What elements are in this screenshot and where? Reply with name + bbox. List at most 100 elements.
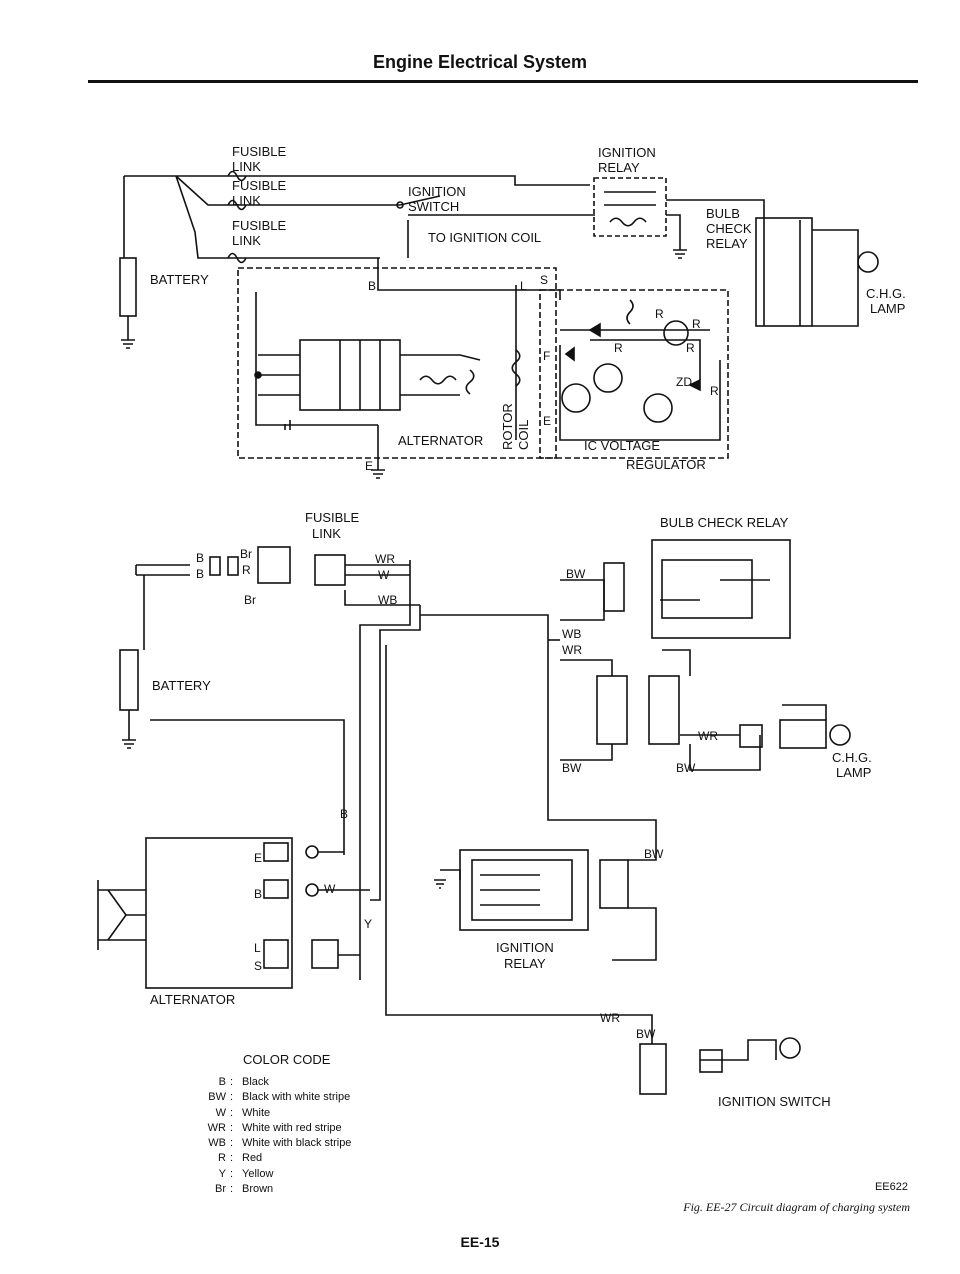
wire-bw1: BW (566, 567, 586, 581)
bulb-check-relay-line2: CHECK (706, 221, 752, 236)
color-code: R (218, 1152, 226, 1165)
fusible-link-bottom-line1: FUSIBLE (305, 510, 360, 525)
color-code-row: BW:Black with white stripe (190, 1090, 351, 1105)
ignition-relay-line1: IGNITION (598, 145, 656, 160)
wire-w2: W (324, 882, 336, 896)
regulator-label: REGULATOR (626, 457, 706, 472)
ignition-relay-bottom-line1: IGNITION (496, 940, 554, 955)
color-desc: Yellow (242, 1167, 274, 1180)
fusible-link-bottom-line2: LINK (312, 526, 341, 541)
color-code-row: WR:White with red stripe (190, 1121, 351, 1136)
color-code-list: B:Black BW:Black with white stripe W:Whi… (190, 1075, 352, 1197)
terminal-e2-label: E (365, 459, 373, 473)
color-desc: Black with white stripe (242, 1091, 351, 1104)
color-desc: White (242, 1106, 271, 1119)
bulb-check-relay-line3: RELAY (706, 236, 748, 251)
alt-terminal-l: L (254, 941, 261, 955)
color-code: BW (208, 1091, 226, 1104)
ignition-relay-line2: RELAY (598, 160, 640, 175)
color-code: W (215, 1106, 226, 1119)
wire-bw2: BW (562, 761, 582, 775)
wire-wb2: WB (562, 627, 581, 641)
fusible-link-2-line1: FUSIBLE (232, 178, 287, 193)
chg-lamp-bottom-line1: C.H.G. (832, 750, 872, 765)
alt-terminal-s: S (254, 959, 262, 973)
battery-label-top: BATTERY (150, 272, 209, 287)
bottom-wiring (97, 539, 851, 1095)
resistor-r5-label: R (655, 307, 664, 321)
alternator-label-top: ALTERNATOR (398, 433, 483, 448)
chg-lamp-bottom-line2: LAMP (836, 765, 871, 780)
resistor-r1-label: R (614, 341, 623, 355)
terminal-f-label: F (543, 349, 550, 363)
bulb-check-relay-bottom-label: BULB CHECK RELAY (660, 515, 789, 530)
color-desc: White with red stripe (242, 1121, 342, 1134)
chg-lamp-top-line2: LAMP (870, 301, 905, 316)
color-code-row: Y:Yellow (190, 1167, 351, 1182)
wire-wb1: WB (378, 593, 397, 607)
figure-caption: Fig. EE-27 Circuit diagram of charging s… (683, 1200, 910, 1214)
ignition-switch-bottom-label: IGNITION SWITCH (718, 1094, 831, 1109)
wire-b3: B (340, 807, 348, 821)
alt-terminal-b: B (254, 887, 262, 901)
fusible-link-1-line2: LINK (232, 159, 261, 174)
resistor-r3-label: R (692, 317, 701, 331)
fusible-link-3-line2: LINK (232, 233, 261, 248)
color-code-row: R:Red (190, 1151, 351, 1166)
color-code: WR (207, 1121, 226, 1134)
color-desc: Brown (242, 1183, 274, 1196)
ic-voltage-label: IC VOLTAGE (584, 438, 660, 453)
wire-wr2: WR (562, 643, 582, 657)
wire-bw4: BW (644, 847, 664, 861)
wire-b2: B (196, 567, 204, 581)
wire-bw3: BW (676, 761, 696, 775)
header-rule (88, 80, 918, 83)
fusible-link-3-line1: FUSIBLE (232, 218, 287, 233)
top-schematic (119, 170, 879, 479)
terminal-b-label: B (368, 279, 376, 293)
color-code-row: WB:White with black stripe (190, 1136, 351, 1151)
color-code-row: Br:Brown (190, 1182, 351, 1197)
resistor-r4-label: R (710, 384, 719, 398)
color-code-row: B:Black (190, 1075, 351, 1090)
zener-diode-label: ZD (676, 375, 692, 389)
wire-br1: Br (240, 547, 252, 561)
to-ignition-coil-label: TO IGNITION COIL (428, 230, 541, 245)
color-code: Br (215, 1183, 226, 1196)
color-code: B (218, 1076, 226, 1088)
terminal-e-label: E (543, 414, 551, 428)
color-code-row: W:White (190, 1106, 351, 1121)
ignition-relay-bottom-line2: RELAY (504, 956, 546, 971)
page-number: EE-15 (460, 1234, 500, 1250)
battery-label-bottom: BATTERY (152, 678, 211, 693)
wire-br2: Br (244, 593, 256, 607)
wire-wr4: WR (600, 1011, 620, 1025)
ignition-switch-line1: IGNITION (408, 184, 466, 199)
terminal-s-label: S (540, 273, 548, 287)
color-desc: Black (242, 1076, 269, 1088)
wire-w: W (378, 568, 390, 582)
fusible-link-1-line1: FUSIBLE (232, 144, 287, 159)
color-desc: Red (242, 1152, 263, 1165)
rotor-label: ROTOR (500, 403, 515, 450)
color-code: WB (208, 1137, 226, 1150)
wire-wr3: WR (698, 729, 718, 743)
wire-r: R (242, 563, 251, 577)
ignition-switch-line2: SWITCH (408, 199, 459, 214)
page-title: Engine Electrical System (372, 52, 588, 72)
wire-b1: B (196, 551, 204, 565)
fusible-link-2-line2: LINK (232, 193, 261, 208)
bulb-check-relay-line1: BULB (706, 206, 740, 221)
resistor-r2-label: R (686, 341, 695, 355)
wire-wr1: WR (375, 552, 395, 566)
color-code: Y (218, 1167, 226, 1180)
terminal-l-label: L (520, 279, 527, 293)
alt-terminal-e: E (254, 851, 262, 865)
alternator-label-bottom: ALTERNATOR (150, 992, 235, 1007)
color-code-title: COLOR CODE (243, 1052, 331, 1067)
wire-y: Y (364, 917, 372, 931)
figure-id: EE622 (874, 1181, 908, 1193)
wire-bw5: BW (636, 1027, 656, 1041)
color-desc: White with black stripe (242, 1137, 352, 1150)
